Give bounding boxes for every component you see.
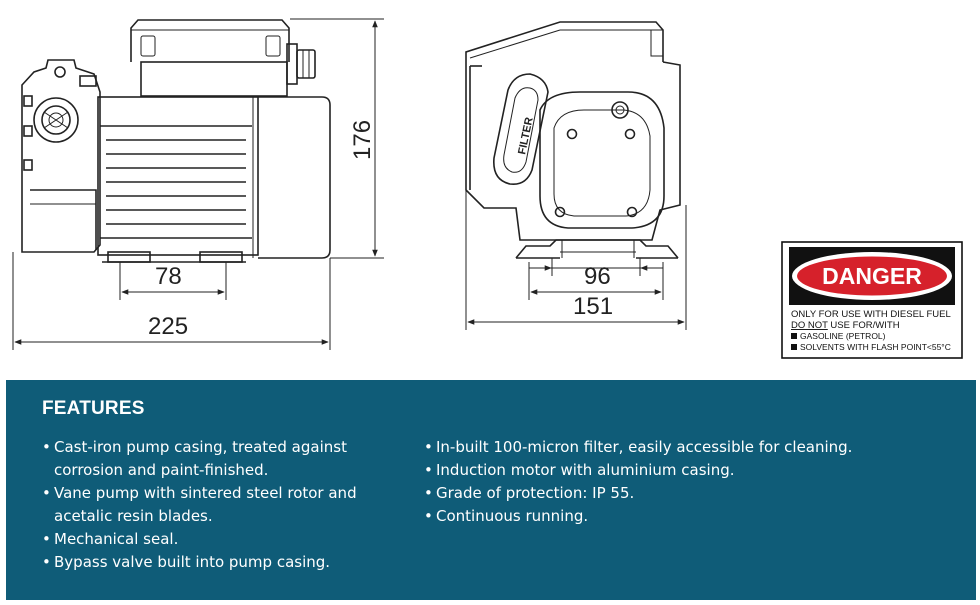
feature-item: Vane pump with sintered steel rotor and … bbox=[42, 482, 402, 528]
dim-96-label: 96 bbox=[584, 263, 611, 290]
dim-151-label: 151 bbox=[573, 293, 613, 320]
cooling-fins bbox=[100, 125, 252, 239]
danger-item-2: SOLVENTS WITH FLASH POINT<55°C bbox=[800, 342, 951, 352]
dim-225-label: 225 bbox=[148, 313, 188, 340]
dim-176-label: 176 bbox=[349, 120, 376, 160]
dimension-96: 96 bbox=[529, 258, 663, 290]
dimension-151 bbox=[528, 262, 664, 300]
dim-78-label: 78 bbox=[155, 263, 182, 290]
feature-item: In-built 100-micron filter, easily acces… bbox=[424, 436, 964, 459]
danger-line-2: DO NOT USE FOR/WITH bbox=[791, 320, 900, 331]
danger-line-1: ONLY FOR USE WITH DIESEL FUEL bbox=[791, 309, 951, 320]
danger-use-for: USE FOR/WITH bbox=[828, 320, 900, 331]
danger-sign: DANGER ONLY FOR USE WITH DIESEL FUEL DO … bbox=[781, 241, 963, 359]
features-title: FEATURES bbox=[42, 398, 145, 419]
feature-item: Grade of protection: IP 55. bbox=[424, 482, 964, 505]
danger-bullet-1 bbox=[791, 333, 797, 339]
pump-side-view bbox=[21, 19, 331, 263]
technical-drawing: 176 78 225 FIL bbox=[12, 18, 963, 359]
dimension-176: 176 bbox=[290, 18, 384, 259]
danger-do-not: DO NOT bbox=[791, 320, 828, 331]
features-panel: FEATURES Cast-iron pump casing, treated … bbox=[6, 380, 976, 600]
danger-item-1: GASOLINE (PETROL) bbox=[800, 331, 886, 341]
feature-item: Continuous running. bbox=[424, 505, 964, 528]
feature-item: Bypass valve built into pump casing. bbox=[42, 551, 402, 574]
feature-item: Induction motor with aluminium casing. bbox=[424, 459, 964, 482]
feature-item: Mechanical seal. bbox=[42, 528, 402, 551]
danger-heading: DANGER bbox=[822, 263, 922, 289]
dimension-151-outer: 151 bbox=[465, 190, 687, 330]
feature-item: Cast-iron pump casing, treated against c… bbox=[42, 436, 402, 482]
pump-front-view: FILTER bbox=[465, 21, 681, 259]
dimension-225: 225 bbox=[12, 252, 331, 350]
features-list-left: Cast-iron pump casing, treated against c… bbox=[42, 436, 402, 574]
features-list-right: In-built 100-micron filter, easily acces… bbox=[424, 436, 964, 528]
dimension-78: 78 bbox=[119, 262, 227, 300]
danger-red-oval bbox=[797, 256, 947, 296]
nameplate-label: FILTER bbox=[516, 116, 536, 155]
danger-bullet-2 bbox=[791, 344, 797, 350]
